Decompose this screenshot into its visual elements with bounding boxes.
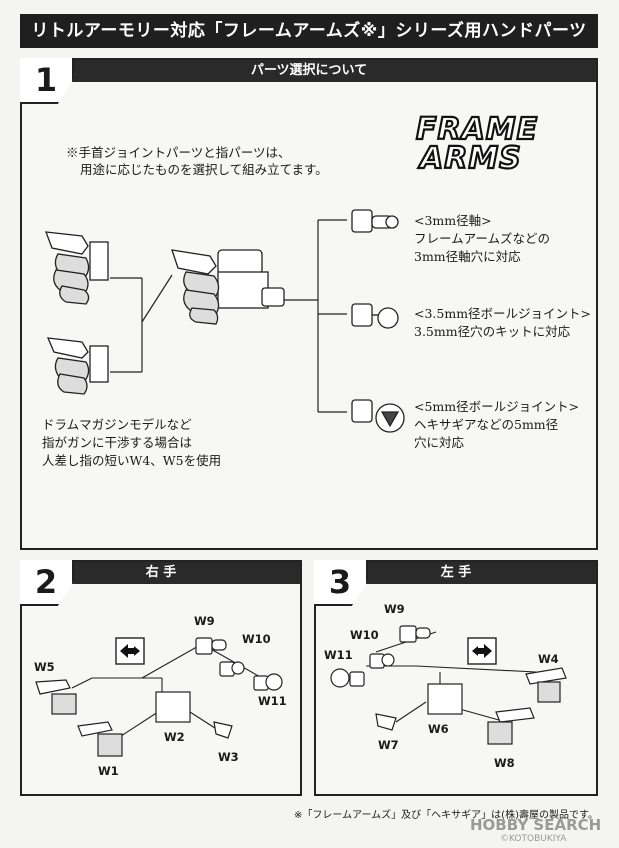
direction-arrow-icon [467, 637, 497, 665]
label-w11: W11 [258, 694, 287, 708]
option-3-5mm-desc: 3.5mm径穴のキットに対応 [414, 324, 571, 339]
option-5mm-title: <5mm径ボールジョイント> [414, 399, 580, 414]
label-w4: W4 [538, 652, 559, 666]
part-w2-icon [155, 691, 191, 723]
note-line-2: 指がガンに干渉する場合は [42, 435, 193, 450]
footer-note: ※「フレームアームズ」及び「ヘキサギア」は(株)壽屋の製品です。 [294, 810, 598, 821]
copyright-note: ©KOTOBUKIYA [500, 834, 567, 844]
option-3mm-desc-2: 3mm径軸穴に対応 [414, 249, 521, 264]
left-hand-diagram [330, 625, 567, 745]
section-1-heading: パーツ選択について [22, 60, 596, 82]
section-left-hand: 左 手 3 [314, 560, 598, 796]
part-w9-icon [399, 625, 417, 643]
section-3-heading: 左 手 [316, 562, 596, 584]
part-w9-icon [195, 637, 213, 655]
frame-arms-logo: FRAME ARMS [410, 106, 570, 177]
note-line-1: ドラムマガジンモデルなど [42, 417, 192, 432]
part-w7-icon [375, 713, 397, 731]
label-w5: W5 [34, 660, 55, 674]
intro-line-1: ※手首ジョイントパーツと指パーツは、 [66, 145, 291, 160]
hand-part-short-finger-icon [46, 337, 109, 395]
part-w11-icon [330, 668, 350, 688]
option-5mm-desc-1: ヘキサギアなどの5mm径 [414, 417, 559, 432]
direction-arrow-icon [115, 637, 145, 665]
option-3-5mm-title: <3.5mm径ボールジョイント> [414, 306, 592, 321]
hand-part-standard-icon [45, 231, 109, 305]
label-w6: W6 [428, 722, 449, 736]
label-w11: W11 [324, 648, 353, 662]
right-hand-diagram [35, 637, 283, 757]
intro-line-2: 用途に応じたものを選択して組み立てます。 [80, 162, 328, 177]
label-w10: W10 [242, 632, 271, 646]
page-title: リトルアーモリー対応「フレームアームズ※」シリーズ用ハンドパーツ [20, 14, 598, 48]
joint-3-5mm-ball-icon [351, 303, 399, 329]
logo-text-arms: ARMS [418, 141, 522, 176]
label-w9: W9 [194, 614, 215, 628]
label-w8: W8 [494, 756, 515, 770]
joint-5mm-ball-icon [351, 399, 405, 433]
part-w5-icon [35, 679, 71, 695]
label-w2: W2 [164, 730, 185, 744]
label-w7: W7 [378, 738, 399, 752]
option-3mm-desc-1: フレームアームズなどの [414, 231, 551, 246]
label-w10: W10 [350, 628, 379, 642]
hobby-search-watermark: HOBBY SEARCH [470, 816, 602, 834]
option-5mm-desc-2: 穴に対応 [414, 435, 465, 450]
logo-text-frame: FRAME [416, 112, 538, 147]
note-line-3: 人差し指の短いW4、W5を使用 [42, 453, 222, 468]
assembled-hand-icon [171, 249, 285, 325]
section-right-hand: 右 手 2 [20, 560, 302, 796]
label-w3: W3 [218, 750, 239, 764]
part-w4-icon [525, 667, 567, 685]
section-parts-selection: パーツ選択について 1 FRAME ARMS ※手首ジョイントパーツと指パーツは… [20, 58, 598, 550]
label-w1: W1 [98, 764, 119, 778]
option-3mm-title: <3mm径軸> [414, 213, 492, 228]
section-2-heading: 右 手 [22, 562, 300, 584]
label-w9: W9 [384, 602, 405, 616]
part-w3-icon [213, 721, 233, 739]
part-w8-icon [495, 707, 535, 723]
parts-diagram [45, 209, 405, 433]
part-w6-icon [427, 683, 463, 715]
joint-3mm-axis-icon [351, 209, 399, 233]
part-w1-icon [77, 721, 113, 737]
